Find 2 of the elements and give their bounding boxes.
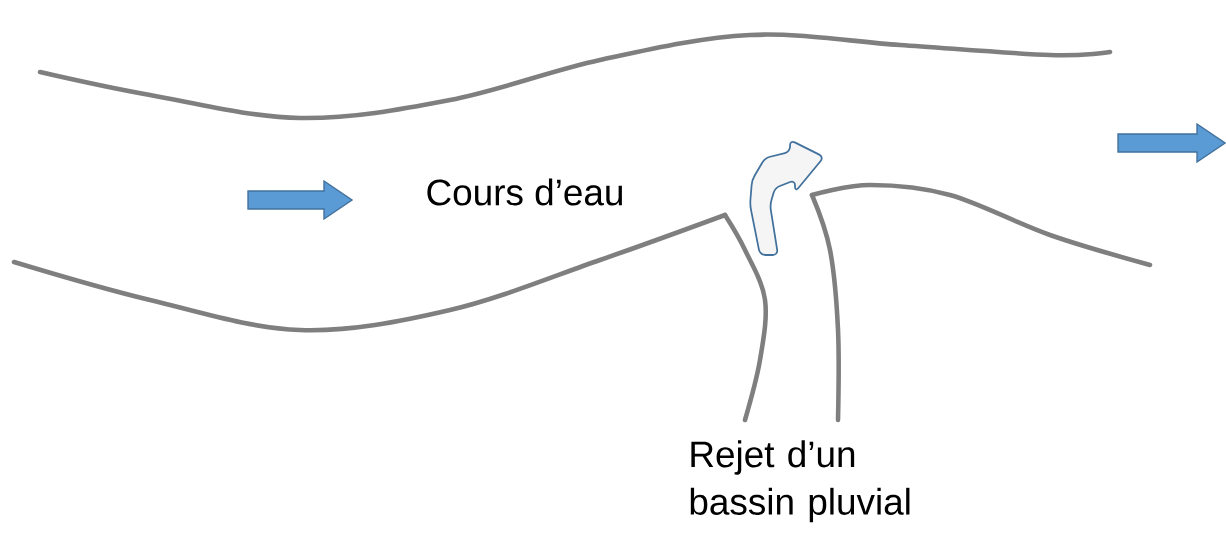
river-label: Cours d’eau <box>427 178 622 206</box>
outlet-label: Rejet d’un bassin pluvial <box>690 440 910 523</box>
